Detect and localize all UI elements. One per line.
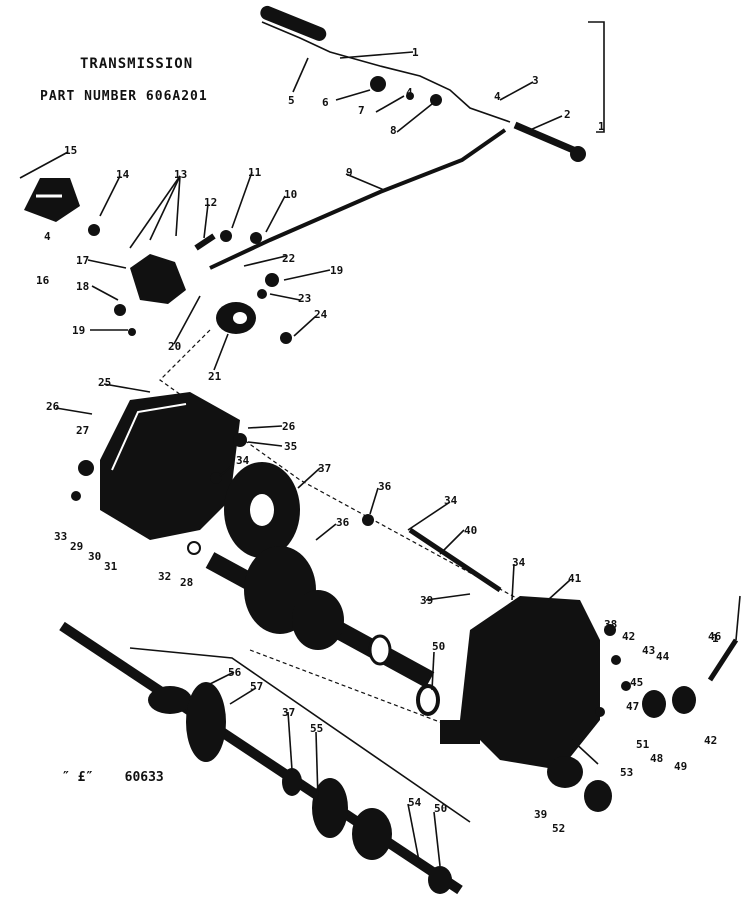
callout-52: 52 [552,822,565,835]
callout-47: 47 [626,700,639,713]
callout-30: 30 [88,550,101,563]
right-housing [440,596,739,812]
callout-7: 7 [358,104,365,117]
callout-27: 27 [76,424,89,437]
callout-labels: 1 1 1 2 3 4 4 4 5 6 7 8 9 10 11 12 13 14… [36,46,722,835]
callout-12: 12 [204,196,217,209]
callout-46: 46 [708,630,722,643]
callout-34: 34 [512,556,526,569]
washer [362,514,374,526]
callout-44: 44 [656,650,670,663]
callout-36: 36 [336,516,350,529]
gear-cluster [187,462,300,558]
drawing-code-prefix: ″ £″ [62,770,94,785]
shift-lever [260,5,511,123]
callout-26: 26 [46,400,60,413]
assembly-guide [249,649,541,761]
callout-19: 19 [330,264,343,277]
callout-34: 34 [444,494,458,507]
callout-37: 37 [282,706,295,719]
callout-25: 25 [98,376,111,389]
shift-rod [209,128,507,270]
callout-55: 55 [310,722,323,735]
shift-rod-end [513,121,586,162]
group-bracket [588,21,605,133]
roller [216,302,256,334]
callout-13: 13 [174,168,187,181]
callout-45: 45 [630,676,643,689]
callout-9: 9 [346,166,353,179]
callout-19: 19 [72,324,85,337]
callout-54: 54 [408,796,422,809]
callout-6: 6 [322,96,329,109]
callout-42: 42 [622,630,635,643]
callout-50: 50 [434,802,447,815]
callout-39: 39 [534,808,547,821]
callout-39: 39 [420,594,433,607]
callout-57: 57 [250,680,263,693]
callout-32: 32 [158,570,171,583]
callout-41: 41 [568,572,582,585]
callout-15: 15 [64,144,77,157]
callout-43: 43 [642,644,655,657]
callout-20: 20 [168,340,181,353]
callout-10: 10 [284,188,297,201]
drawing-code: ″ £″ 60633 [62,770,164,785]
callout-14: 14 [116,168,130,181]
callout-4: 4 [494,90,501,103]
callout-34: 34 [236,454,250,467]
callout-38: 38 [604,618,617,631]
callout-21: 21 [208,370,222,383]
callout-8: 8 [390,124,397,137]
callout-37: 37 [318,462,331,475]
leader-lines [19,51,741,867]
callout-5: 5 [288,94,295,107]
callout-51: 51 [636,738,650,751]
callout-36: 36 [378,480,392,493]
callout-1: 1 [712,632,719,645]
shift-rod [408,527,502,593]
callout-40: 40 [464,524,477,537]
callout-48: 48 [650,752,663,765]
callout-56: 56 [228,666,242,679]
part-number: PART NUMBER 606A201 [40,89,208,104]
callout-33: 33 [54,530,67,543]
callout-17: 17 [76,254,89,267]
callout-31: 31 [104,560,118,573]
callout-35: 35 [284,440,297,453]
callout-11: 11 [248,166,262,179]
callout-50: 50 [432,640,445,653]
callout-26: 26 [282,420,296,433]
callout-1: 1 [598,120,605,133]
callout-22: 22 [282,252,295,265]
callout-4: 4 [44,230,51,243]
callout-42: 42 [704,734,717,747]
callout-16: 16 [36,274,50,287]
callout-49: 49 [674,760,687,773]
callout-23: 23 [298,292,311,305]
callout-3: 3 [532,74,539,87]
callout-24: 24 [314,308,328,321]
callout-28: 28 [180,576,193,589]
callout-29: 29 [70,540,83,553]
shaft-assembly [205,546,440,716]
axle-shaft [59,621,463,895]
drawing-code-number: 60633 [124,770,164,785]
callout-18: 18 [76,280,89,293]
callout-53: 53 [620,766,633,779]
control-cover [24,178,80,222]
callout-4: 4 [406,86,413,99]
shift-bracket [88,224,292,344]
callout-2: 2 [564,108,571,121]
diagram-title: TRANSMISSION [80,56,194,72]
callout-1: 1 [412,46,419,59]
left-housing [71,392,247,540]
assembly-guide [129,647,471,823]
